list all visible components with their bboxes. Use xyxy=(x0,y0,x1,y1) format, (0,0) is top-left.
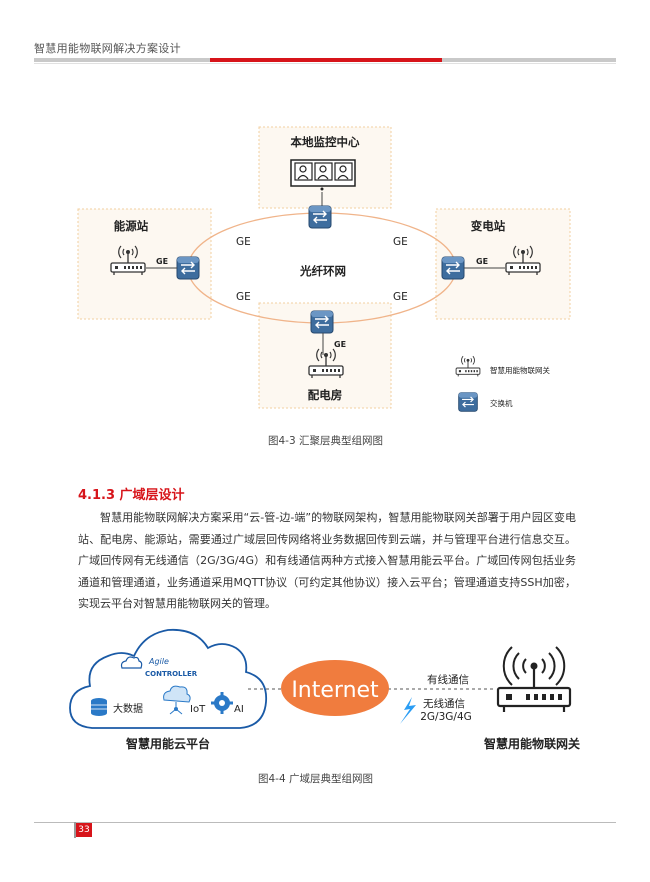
brand-agile: Agile xyxy=(148,657,169,666)
cloud-item-iot: IoT xyxy=(190,704,206,715)
footer-rule xyxy=(34,822,616,823)
header-rule-right xyxy=(442,58,616,62)
switch-icon xyxy=(310,310,334,334)
section-number: 4.1.3 xyxy=(78,488,116,503)
link-label-ge: GE xyxy=(334,340,346,349)
cloud-platform-icon xyxy=(69,628,268,729)
iot-icon xyxy=(163,685,191,715)
lightning-icon xyxy=(400,697,416,724)
ring-label-ge: GE xyxy=(393,291,408,303)
header-rule-left xyxy=(34,58,210,62)
ai-gear-icon xyxy=(211,692,233,714)
figure-caption: 图4-4 广域层典型组网图 xyxy=(258,773,373,785)
link-label-ge: GE xyxy=(476,257,488,266)
legend-gateway-icon xyxy=(455,355,481,377)
page-number: 33 xyxy=(76,823,92,837)
body-paragraph: 智慧用能物联网解决方案采用“云-管-边-端”的物联网架构，智慧用能物联网关部署于… xyxy=(78,507,576,615)
zone-title-distribution: 配电房 xyxy=(308,388,343,402)
legend-gateway-label: 智慧用能物联网关 xyxy=(490,365,550,375)
header-divider xyxy=(34,63,616,64)
brand-controller: CONTROLLER xyxy=(145,670,198,678)
header-rule-accent xyxy=(210,58,442,62)
iot-gateway-router-icon xyxy=(496,646,572,712)
section-title: 广域层设计 xyxy=(119,488,185,503)
zone-title-monitor: 本地监控中心 xyxy=(291,135,360,149)
switch-icon xyxy=(308,205,332,229)
ring-label-ge: GE xyxy=(393,236,408,248)
wireless-label: 无线通信 xyxy=(423,697,465,710)
big-data-icon xyxy=(91,698,107,716)
zone-title-energy: 能源站 xyxy=(114,219,149,233)
aggregation-network-diagram: GE GE GE GE GE GE GE 本地监控中心 能源站 变电站 配电房 … xyxy=(77,126,571,412)
wired-label: 有线通信 xyxy=(427,673,469,686)
internet-cloud-icon xyxy=(281,660,389,716)
cloud-item-ai: AI xyxy=(234,704,244,715)
zone-title-substation: 变电站 xyxy=(471,219,506,233)
paragraph-text: 智慧用能物联网解决方案采用“云-管-边-端”的物联网架构，智慧用能物联网关部署于… xyxy=(78,511,576,610)
cloud-item-bigdata: 大数据 xyxy=(113,702,143,715)
section-heading: 4.1.3 广域层设计 xyxy=(78,484,185,503)
footer-marker xyxy=(74,822,76,838)
link-label-ge: GE xyxy=(156,257,168,266)
cloud-platform-label: 智慧用能云平台 xyxy=(125,736,210,751)
figure-caption: 图4-3 汇聚层典型组网图 xyxy=(268,435,383,447)
legend-switch-label: 交换机 xyxy=(490,398,513,408)
ring-label-ge: GE xyxy=(236,291,251,303)
legend-switch-icon xyxy=(458,392,478,412)
ring-label-ge: GE xyxy=(236,236,251,248)
monitor-screens-icon xyxy=(290,159,356,191)
switch-icon xyxy=(176,256,200,280)
ring-title: 光纤环网 xyxy=(299,264,346,278)
wireless-sub-label: 2G/3G/4G xyxy=(420,711,472,723)
header-title: 智慧用能物联网解决方案设计 xyxy=(34,42,181,55)
gateway-label: 智慧用能物联网关 xyxy=(483,736,580,751)
switch-icon xyxy=(441,256,465,280)
internet-label: Internet xyxy=(291,678,379,703)
